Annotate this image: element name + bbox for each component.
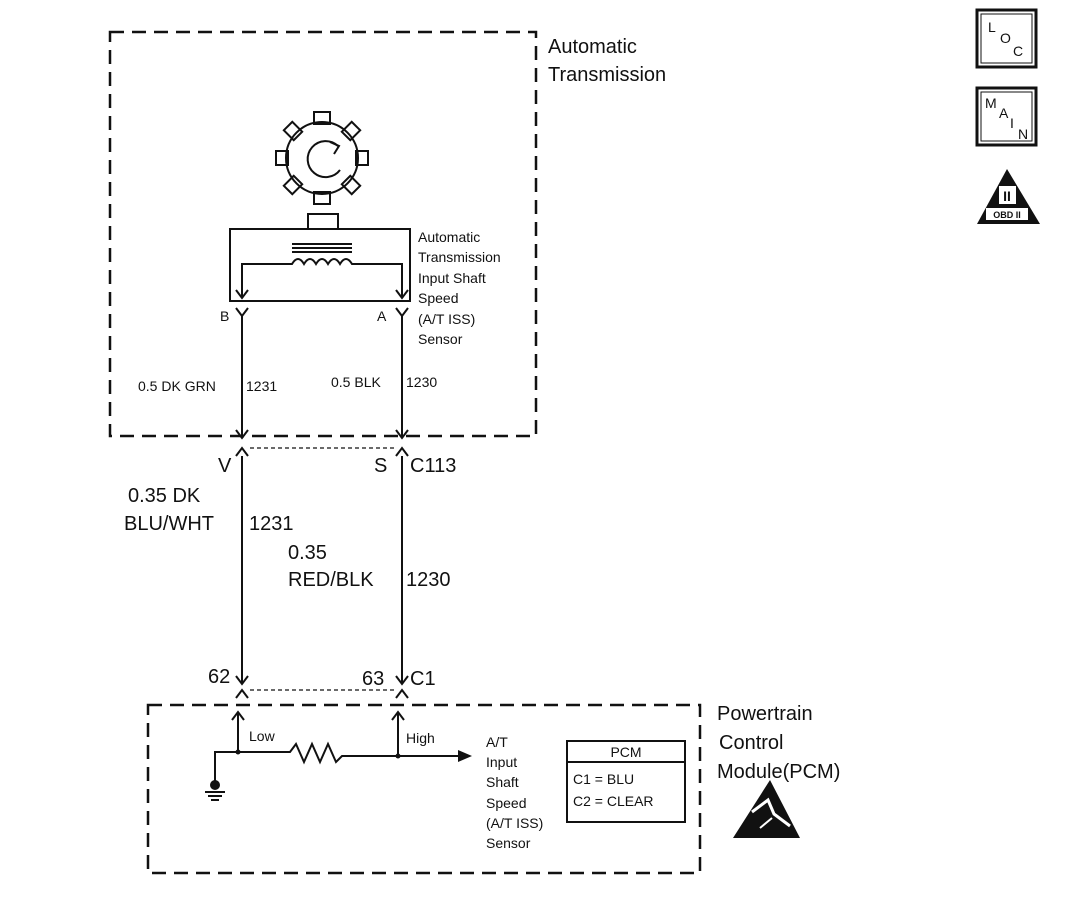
svg-text:O: O	[1000, 30, 1011, 46]
sensor-label-line4: Speed	[418, 290, 458, 306]
ground-symbol-icon	[205, 780, 225, 801]
c1-pin-62: 62	[208, 666, 230, 688]
transmission-enclosure	[108, 30, 538, 438]
svg-text:C: C	[1013, 43, 1023, 59]
pcm-input-label-line1: A/T	[486, 734, 508, 750]
transmission-title-line1: Automatic	[548, 36, 637, 58]
svg-text:OBD II: OBD II	[993, 210, 1021, 220]
loc-icon[interactable]: L O C	[975, 8, 1038, 69]
pin-b-label: B	[220, 308, 229, 324]
c113-pin-v: V	[218, 455, 232, 477]
wire-1230-upper-circuit: 1230	[406, 374, 437, 390]
wire-1231-upper-circuit: 1231	[246, 378, 277, 394]
sensor-label-line6: Sensor	[418, 331, 463, 347]
harness-left-circuit: 1231	[249, 513, 294, 535]
sensor-label-line2: Transmission	[418, 249, 501, 265]
c1-connector-name: C1	[410, 668, 436, 690]
harness-right-color-line1: 0.35	[288, 542, 327, 564]
harness-left-color-line1: 0.35 DK	[128, 485, 201, 507]
pcm-table-row1: C1 = BLU	[573, 771, 634, 787]
svg-text:L: L	[988, 19, 996, 35]
harness-right-circuit: 1230	[406, 569, 451, 591]
reluctor-wheel-icon	[275, 111, 369, 205]
pcm-title-line1: Powertrain	[717, 703, 813, 725]
pcm-title-line2: Control	[719, 732, 783, 754]
wire-1230-upper-color: 0.5 BLK	[331, 374, 381, 390]
pcm-connector-table	[566, 740, 686, 823]
esd-warning-icon	[733, 780, 800, 838]
pcm-input-circuit	[214, 710, 472, 782]
pcm-input-label-line5: (A/T ISS)	[486, 815, 543, 831]
c113-connector-name: C113	[410, 455, 456, 477]
main-icon[interactable]: M A I N	[975, 86, 1038, 147]
c113-pin-s: S	[374, 455, 387, 477]
svg-text:I: I	[1010, 115, 1014, 131]
pin-b-terminal	[235, 307, 249, 318]
pcm-input-label-line4: Speed	[486, 795, 526, 811]
pcm-input-label-line3: Shaft	[486, 774, 519, 790]
sensor-label-line1: Automatic	[418, 229, 480, 245]
svg-text:A: A	[999, 105, 1009, 121]
connector-c113-outline	[235, 446, 409, 457]
pcm-high-label: High	[406, 730, 435, 746]
harness-left-color-line2: BLU/WHT	[124, 513, 214, 535]
pcm-title-line3: Module(PCM)	[717, 761, 840, 783]
pin-a-label: A	[377, 308, 387, 324]
pcm-table-header: PCM	[610, 744, 641, 760]
c1-pin-63: 63	[362, 668, 384, 690]
svg-text:N: N	[1018, 126, 1028, 142]
sensor-label-line5: (A/T ISS)	[418, 311, 475, 327]
iss-sensor-body	[229, 213, 411, 302]
pcm-table-row2: C2 = CLEAR	[573, 793, 654, 809]
svg-text:M: M	[985, 95, 997, 111]
connector-c1-outline	[235, 675, 409, 699]
sensor-label-line3: Input Shaft	[418, 270, 486, 286]
pcm-input-label-line6: Sensor	[486, 835, 531, 851]
pcm-enclosure	[146, 703, 702, 875]
pin-a-terminal	[395, 307, 409, 318]
transmission-title-line2: Transmission	[548, 64, 666, 86]
wire-1231-upper-color: 0.5 DK GRN	[138, 378, 216, 394]
svg-text:II: II	[1003, 188, 1011, 204]
harness-right-color-line2: RED/BLK	[288, 569, 374, 591]
obd-ii-icon[interactable]: II OBD II	[977, 169, 1040, 224]
pcm-input-label-line2: Input	[486, 754, 517, 770]
pcm-low-label: Low	[249, 728, 276, 744]
